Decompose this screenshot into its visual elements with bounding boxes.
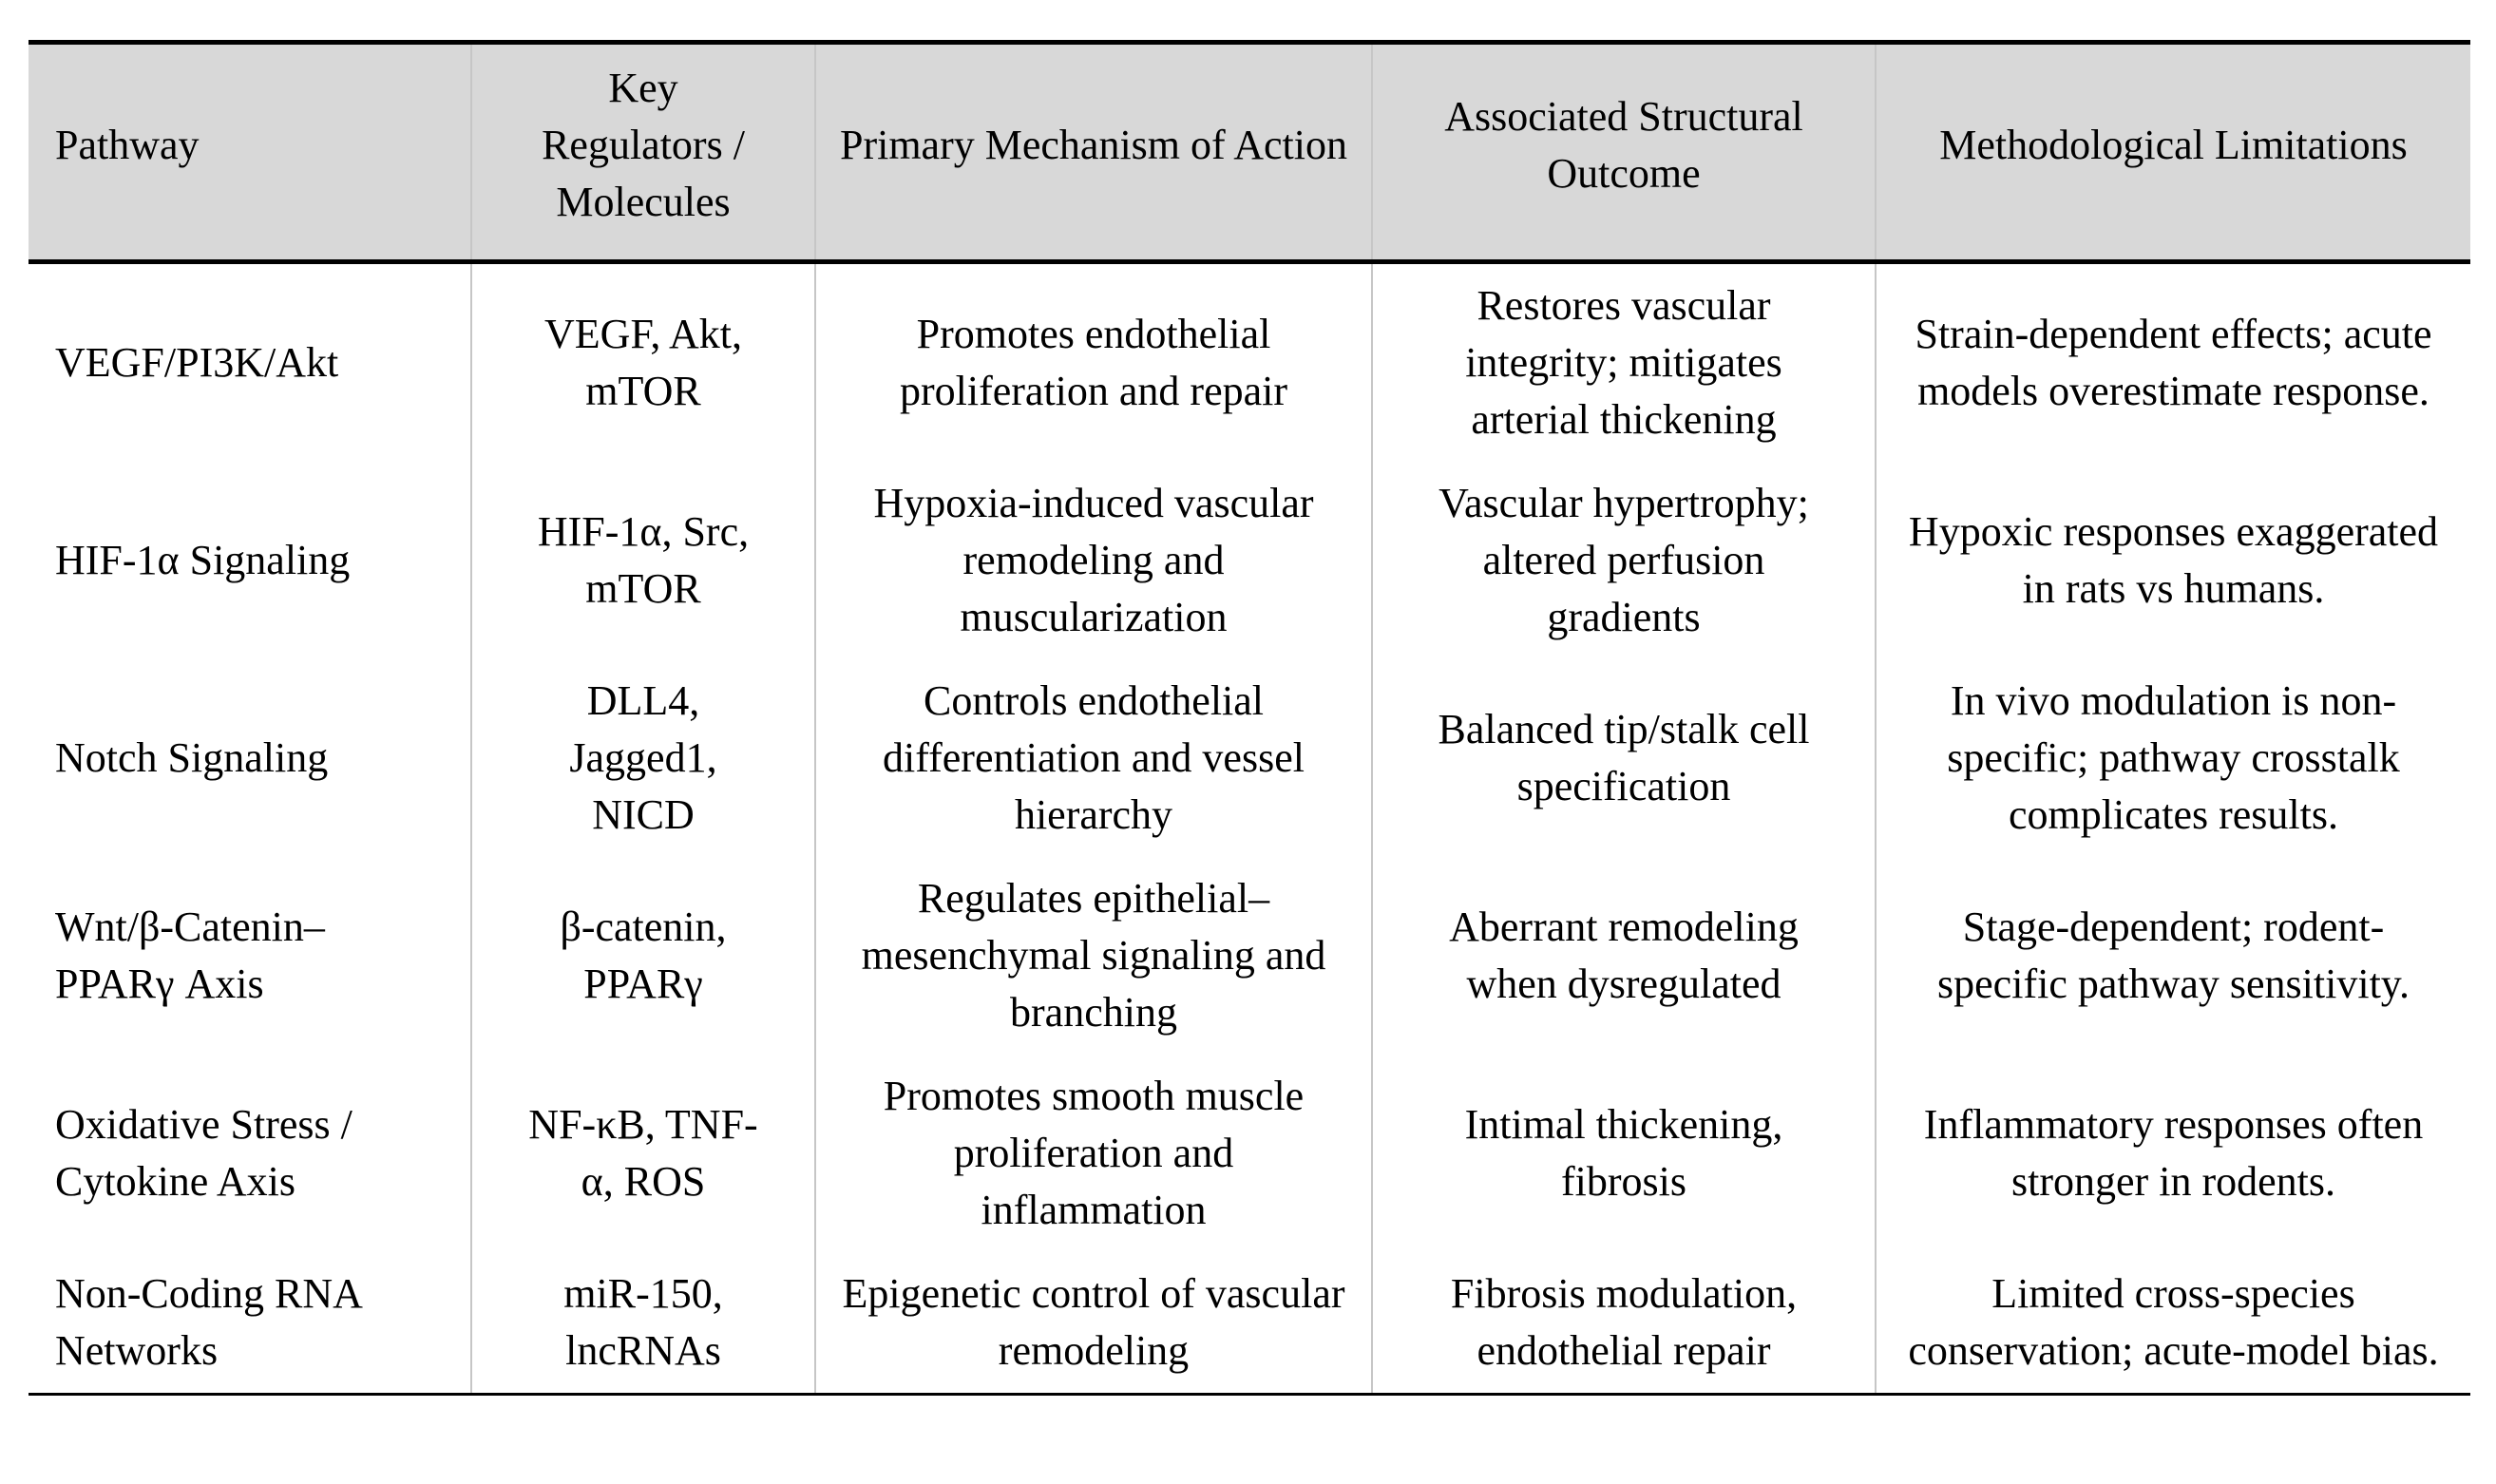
cell-limitations: Strain-dependent effects; acute models o… <box>1915 311 2432 414</box>
cell-pathway: Oxidative Stress / Cytokine Axis <box>29 1055 472 1252</box>
cell-pathway: VEGF/PI3K/Akt <box>29 261 472 462</box>
cell-outcome: Vascular hypertrophy; altered perfusion … <box>1372 462 1877 659</box>
page: Pathway Key Regulators / Molecules Prima… <box>29 40 2470 1396</box>
cell-limitations: Limited cross-species conservation; acut… <box>1908 1270 2439 1374</box>
cell-pathway: HIF-1α Signaling <box>29 462 472 659</box>
pathway-comparison-table: Pathway Key Regulators / Molecules Prima… <box>29 40 2470 1396</box>
header-mechanism: Primary Mechanism of Action <box>815 42 1373 264</box>
cell-limitations: Inflammatory responses often stronger in… <box>1923 1101 2424 1205</box>
table-row: Notch Signaling DLL4, Jagged1, NICD Cont… <box>29 659 2470 857</box>
cell-mechanism: Epigenetic control of vascular remodelin… <box>815 1252 1373 1395</box>
cell-regulators: HIF-1α, Src, mTOR <box>471 462 816 659</box>
table-row: VEGF/PI3K/Akt VEGF, Akt, mTOR Promotes e… <box>29 261 2470 462</box>
cell-outcome: Intimal thickening, fibrosis <box>1372 1055 1877 1252</box>
cell-mechanism: Promotes smooth muscle proliferation and… <box>815 1055 1373 1252</box>
cell-regulators: NF-κB, TNF-α, ROS <box>471 1055 816 1252</box>
cell-limitations: Stage-dependent; rodent-specific pathway… <box>1937 904 2410 1007</box>
cell-mechanism: Promotes endothelial proliferation and r… <box>815 261 1373 462</box>
table-row: HIF-1α Signaling HIF-1α, Src, mTOR Hypox… <box>29 462 2470 659</box>
cell-limitations: In vivo modulation is non-specific; path… <box>1947 677 2400 838</box>
cell-mechanism: Regulates epithelial–mesenchymal signali… <box>815 857 1373 1055</box>
cell-limitations: Hypoxic responses exaggerated in rats vs… <box>1908 508 2439 612</box>
cell-pathway: Non-Coding RNA Networks <box>29 1252 472 1395</box>
cell-pathway: Wnt/β-Catenin–PPARγ Axis <box>29 857 472 1055</box>
cell-regulators: DLL4, Jagged1, NICD <box>471 659 816 857</box>
cell-outcome: Balanced tip/stalk cell specification <box>1372 659 1877 857</box>
cell-mechanism: Controls endothelial differentiation and… <box>815 659 1373 857</box>
table-row: Non-Coding RNA Networks miR-150, lncRNAs… <box>29 1252 2470 1395</box>
cell-outcome: Restores vascular integrity; mitigates a… <box>1372 261 1877 462</box>
cell-regulators: miR-150, lncRNAs <box>471 1252 816 1395</box>
header-limitations: Methodological Limitations <box>1876 42 2470 264</box>
cell-regulators: VEGF, Akt, mTOR <box>471 261 816 462</box>
table-header-row: Pathway Key Regulators / Molecules Prima… <box>29 42 2470 264</box>
cell-pathway: Notch Signaling <box>29 659 472 857</box>
header-outcome: Associated Structural Outcome <box>1372 42 1877 264</box>
cell-regulators: β-catenin, PPARγ <box>471 857 816 1055</box>
header-regulators: Key Regulators / Molecules <box>471 42 816 264</box>
table-row: Oxidative Stress / Cytokine Axis NF-κB, … <box>29 1055 2470 1252</box>
cell-outcome: Aberrant remodeling when dysregulated <box>1372 857 1877 1055</box>
table-row: Wnt/β-Catenin–PPARγ Axis β-catenin, PPAR… <box>29 857 2470 1055</box>
cell-mechanism: Hypoxia-induced vascular remodeling and … <box>815 462 1373 659</box>
cell-outcome: Fibrosis modulation, endothelial repair <box>1372 1252 1877 1395</box>
header-pathway: Pathway <box>29 42 472 264</box>
